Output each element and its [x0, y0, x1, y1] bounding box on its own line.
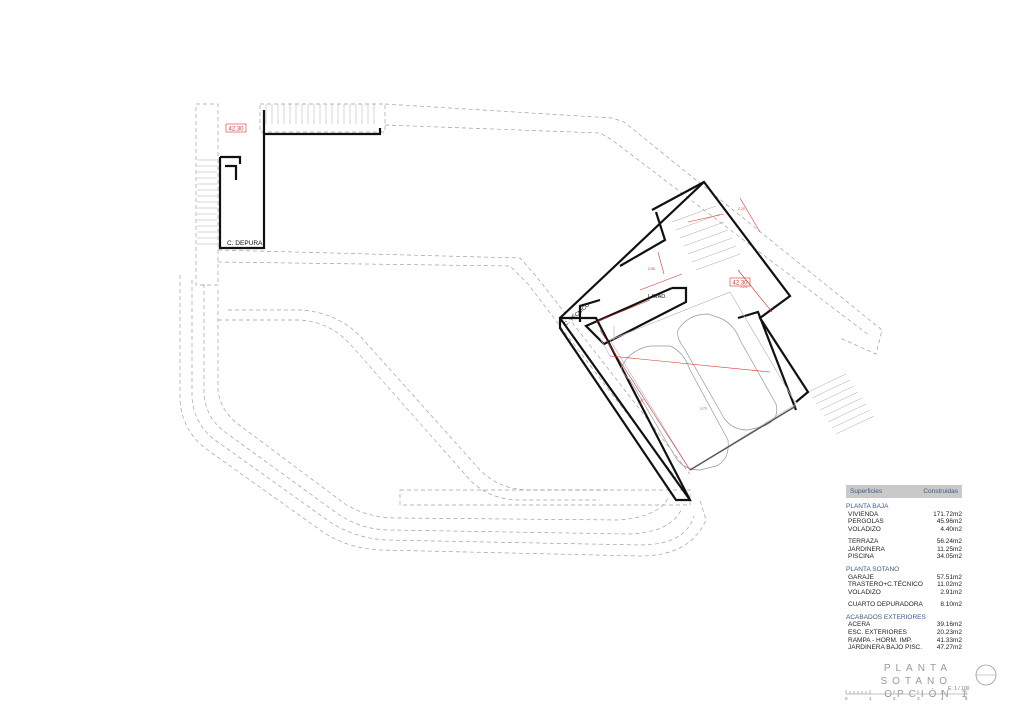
- svg-text:1.24: 1.24: [740, 285, 747, 289]
- legend-value: 57.51m2: [936, 573, 962, 581]
- legend-row: ACERA 39.16m2: [846, 621, 962, 629]
- legend-row: VOLADIZO 2.91m2: [846, 589, 962, 597]
- legend-section-title: ACABADOS EXTERIORES: [846, 613, 926, 621]
- legend-header-left: Superficies: [850, 488, 883, 495]
- scale-tick-0: 0: [845, 696, 848, 701]
- legend-row: PISCINA 34.05m2: [846, 553, 962, 561]
- scale-label: E: 1 / 100: [948, 686, 970, 692]
- legend-label: TRASTERO+C.TÉCNICO: [848, 581, 923, 589]
- drawing-title-line1: PLANTA SOTANO: [880, 663, 952, 687]
- legend-section-title: PLANTA SOTANO: [846, 566, 900, 574]
- svg-text:2.20: 2.20: [738, 207, 745, 211]
- legend-value: 11.02m2: [937, 581, 962, 589]
- legend-value: 20.23m2: [936, 629, 962, 637]
- dimension-lines: [595, 197, 773, 471]
- room-label-tecnico: C. TÉCNICO: [563, 301, 592, 328]
- legend-label: VOLADIZO: [848, 525, 881, 533]
- legend-label: JARDINERA BAJO PISC.: [848, 644, 923, 652]
- surface-legend: Superficies Construidas PLANTA BAJA VIVI…: [846, 485, 962, 652]
- level-mark-2: 42.30: [729, 277, 751, 287]
- legend-row: TERRAZA 56.24m2: [846, 538, 962, 546]
- scale-tick-1: 1: [869, 696, 872, 701]
- legend-value: 2.91m2: [940, 588, 962, 596]
- legend-value: 56.24m2: [936, 538, 962, 546]
- level-mark-1: 42.30: [225, 123, 247, 133]
- north-arrow-icon: [975, 664, 997, 686]
- stairs: [197, 104, 875, 435]
- legend-header: Superficies Construidas: [846, 485, 962, 498]
- scale-tick-3: 3: [917, 696, 920, 701]
- legend-value: 45.96m2: [936, 518, 962, 526]
- legend-label: VIVIENDA: [848, 510, 879, 518]
- level-mark-1-text: 42.30: [228, 127, 244, 133]
- level-mark-2-text: 42.30: [732, 281, 748, 287]
- legend-row: JARDINERA 11.25m2: [846, 546, 962, 554]
- legend-label: ESC. EXTERIORES: [848, 629, 907, 637]
- legend-label: RAMPA - HORM. IMP.: [848, 636, 913, 644]
- legend-row: RAMPA - HORM. IMP. 41.33m2: [846, 637, 962, 645]
- legend-label: TERRAZA: [848, 538, 879, 546]
- room-label-depura: C. DEPURA.: [227, 240, 264, 247]
- scale-tick-labels: 0 1 2 3 4 5: [845, 696, 968, 701]
- scale-tick-2: 2: [893, 696, 896, 701]
- legend-row: TRASTERO+C.TÉCNICO 11.02m2: [846, 581, 962, 589]
- legend-label: GARAJE: [848, 573, 875, 581]
- scale-tick-5: 5: [965, 696, 968, 701]
- legend-row: PERGOLAS 45.96m2: [846, 518, 962, 526]
- legend-value: 41.33m2: [936, 636, 962, 644]
- legend-row: ESC. EXTERIORES 20.23m2: [846, 629, 962, 637]
- legend-row: CUARTO DEPURADORA 8.10m2: [846, 601, 962, 609]
- garage-interior: [599, 291, 797, 471]
- drawing-title: PLANTA SOTANO OPCIÓN 1: [832, 662, 972, 701]
- legend-label: PERGOLAS: [848, 518, 884, 526]
- drawing-title-line2: OPCIÓN 1: [884, 689, 972, 700]
- svg-text:5.95: 5.95: [638, 398, 645, 406]
- scale-bar: [845, 690, 968, 695]
- legend-value: 34.05m2: [936, 553, 962, 561]
- legend-label: VOLADIZO: [848, 588, 881, 596]
- legend-value: 4.40m2: [940, 525, 962, 533]
- legend-label: JARDINERA: [848, 545, 885, 553]
- walls: [218, 110, 810, 502]
- dimension-texts: 5.95 3.70 2.05 2.20 1.24: [638, 207, 747, 411]
- svg-text:3.70: 3.70: [700, 407, 707, 411]
- svg-text:2.05: 2.05: [648, 267, 655, 271]
- legend-value: 47.27m2: [936, 644, 962, 652]
- room-label-lavad: LAVAD.: [648, 294, 667, 300]
- legend-label: PISCINA: [848, 553, 875, 561]
- legend-row: VOLADIZO 4.40m2: [846, 526, 962, 534]
- legend-row: GARAJE 57.51m2: [846, 574, 962, 582]
- legend-label: ACERA: [848, 621, 871, 629]
- legend-value: 11.25m2: [937, 545, 962, 553]
- legend-section-title: PLANTA BAJA: [846, 503, 889, 510]
- legend-header-right: Construidas: [923, 488, 958, 495]
- legend-value: 39.16m2: [936, 621, 962, 629]
- legend-row: JARDINERA BAJO PISC. 47.27m2: [846, 644, 962, 652]
- site-outline: [179, 103, 883, 557]
- legend-value: 8.10m2: [940, 601, 962, 609]
- legend-row: VIVIENDA 171.72m2: [846, 511, 962, 519]
- legend-label: CUARTO DEPURADORA: [848, 601, 923, 609]
- legend-value: 171.72m2: [933, 510, 962, 518]
- scale-tick-4: 4: [941, 696, 944, 701]
